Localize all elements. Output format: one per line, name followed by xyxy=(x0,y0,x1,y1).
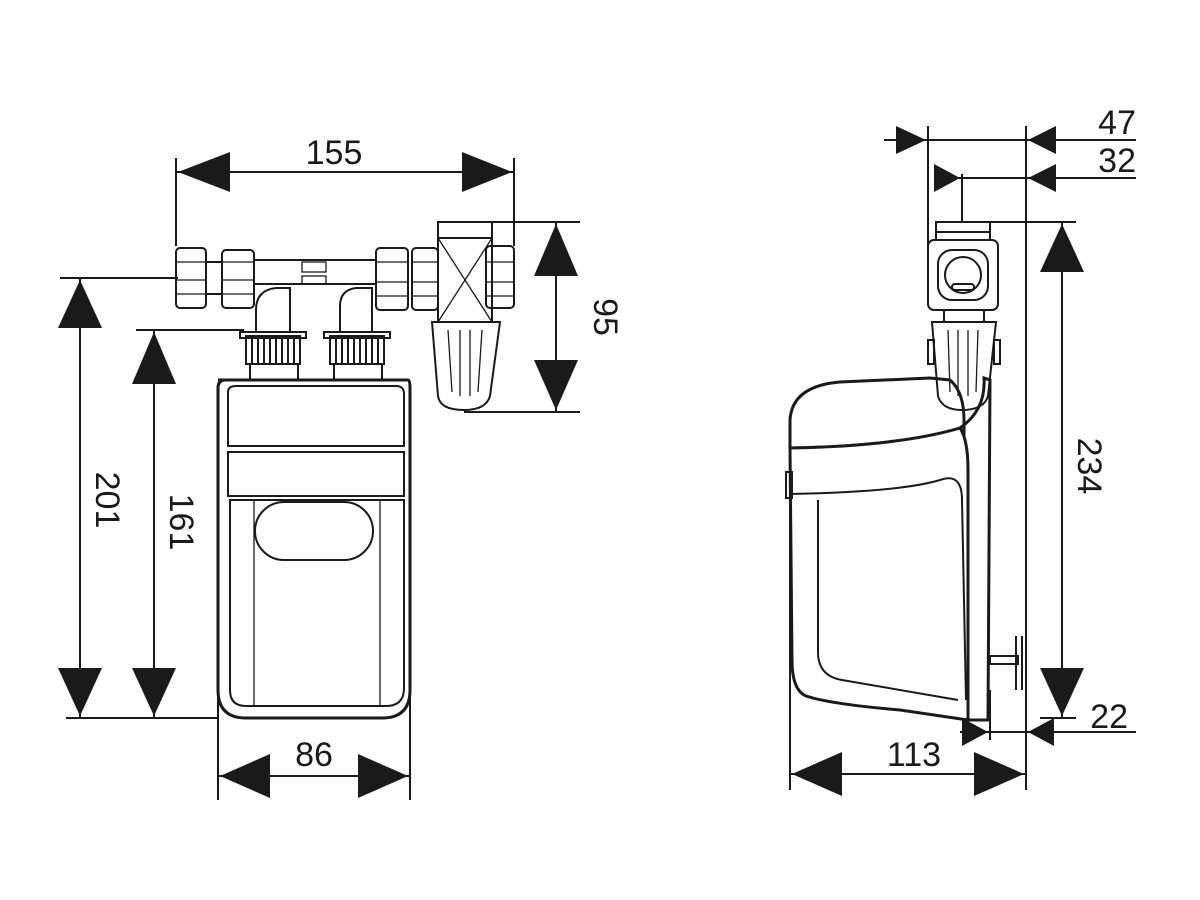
label-234: 234 xyxy=(1070,438,1108,495)
dimension-113: 113 xyxy=(789,500,1026,796)
side-view: 47 32 234 22 xyxy=(785,104,1136,796)
label-201: 201 xyxy=(88,472,126,529)
dimension-155: 155 xyxy=(175,134,515,246)
display-window xyxy=(254,501,374,561)
label-22: 22 xyxy=(1090,698,1128,736)
label-47: 47 xyxy=(1098,104,1136,142)
side-heater-body xyxy=(785,375,1023,722)
dimension-161: 161 xyxy=(132,329,244,718)
label-155: 155 xyxy=(306,134,363,172)
label-86: 86 xyxy=(295,736,333,774)
front-connection-nuts xyxy=(239,287,391,381)
label-95: 95 xyxy=(586,298,624,336)
dimension-22: 22 xyxy=(960,690,1136,746)
label-113: 113 xyxy=(887,736,941,774)
dimension-47: 47 xyxy=(884,104,1136,154)
dimension-95: 95 xyxy=(444,221,624,413)
label-161: 161 xyxy=(162,494,200,551)
front-heater-body xyxy=(216,378,412,720)
dimension-32: 32 xyxy=(934,142,1136,192)
dimension-86: 86 xyxy=(217,680,411,800)
dimension-234: 234 xyxy=(990,221,1108,719)
dimension-201: 201 xyxy=(58,277,218,719)
label-32: 32 xyxy=(1098,142,1136,180)
front-view: 155 95 201 161 xyxy=(58,134,624,800)
